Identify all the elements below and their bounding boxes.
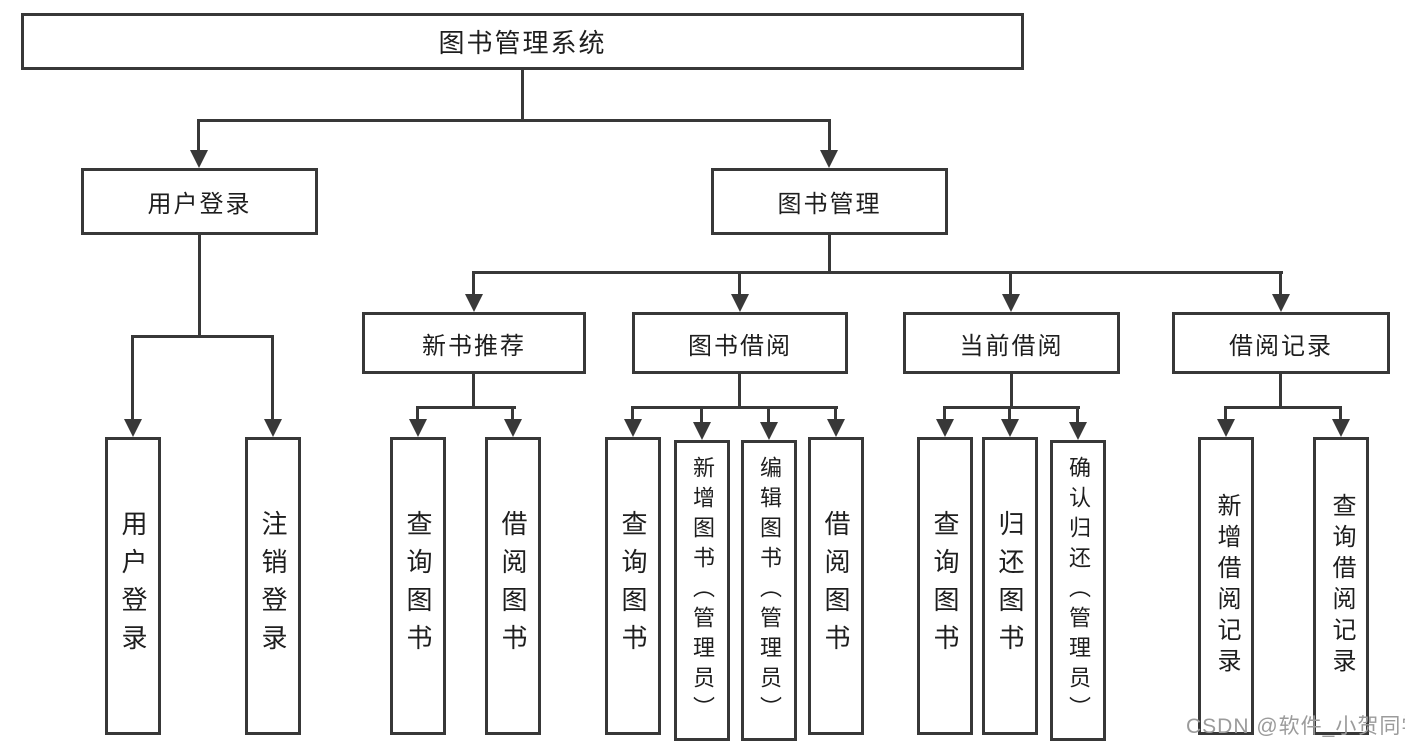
- connector-drop: [1224, 406, 1227, 422]
- arrow-down-icon: [124, 419, 142, 437]
- node-borrow-records-label: 借阅记录: [1229, 332, 1333, 360]
- arrow-down-icon: [190, 150, 208, 168]
- leaf-query-book: 查询图书: [390, 437, 446, 735]
- connector-level3-hline: [472, 271, 1283, 274]
- connector-drop-user-login: [197, 119, 200, 153]
- connector-currentborrow-stem: [1010, 374, 1013, 408]
- arrow-down-icon: [504, 419, 522, 437]
- leaf-query-borrow-record-label: 查询借阅记录: [1328, 493, 1355, 679]
- connector-bookborrow-hline: [631, 406, 838, 409]
- leaf-query-book-label: 查询图书: [930, 510, 960, 662]
- csdn-watermark: CSDN @软件_小贺同学: [1186, 715, 1405, 738]
- connector-drop-book-borrow: [738, 271, 741, 298]
- connector-drop: [700, 406, 703, 425]
- node-book-management: 图书管理: [711, 168, 948, 235]
- node-new-book-recommend-label: 新书推荐: [422, 332, 526, 360]
- connector-drop: [1076, 406, 1079, 425]
- leaf-query-borrow-record: 查询借阅记录: [1313, 437, 1369, 735]
- node-book-borrow-label: 图书借阅: [688, 332, 792, 360]
- leaf-borrow-book: 借阅图书: [485, 437, 541, 735]
- arrow-down-icon: [1217, 419, 1235, 437]
- connector-drop: [511, 406, 514, 422]
- leaf-add-borrow-record: 新增借阅记录: [1198, 437, 1254, 735]
- connector-drop: [1008, 406, 1011, 422]
- connector-drop-new-book: [472, 271, 475, 298]
- connector-drop-book-mgmt: [828, 119, 831, 153]
- connector-drop-leaf-user-login: [131, 335, 134, 423]
- leaf-query-book: 查询图书: [917, 437, 973, 735]
- arrow-down-icon: [936, 419, 954, 437]
- arrow-down-icon: [409, 419, 427, 437]
- leaf-borrow-book-label: 借阅图书: [821, 510, 851, 662]
- leaf-add-borrow-record-label: 新增借阅记录: [1213, 493, 1240, 679]
- leaf-query-book: 查询图书: [605, 437, 661, 735]
- leaf-borrow-book-label: 借阅图书: [498, 510, 528, 662]
- node-current-borrow: 当前借阅: [903, 312, 1120, 374]
- connector-root-stem: [521, 69, 524, 122]
- leaf-add-book-admin: 新增图书（管理员）: [674, 440, 730, 741]
- connector-user-hline: [131, 335, 274, 338]
- node-book-management-label: 图书管理: [777, 191, 882, 218]
- leaf-edit-book-admin: 编辑图书（管理员）: [741, 440, 797, 741]
- leaf-query-book-label: 查询图书: [618, 510, 648, 662]
- leaf-edit-book-admin-label: 编辑图书（管理员）: [757, 455, 782, 726]
- connector-bookborrow-stem: [738, 374, 741, 408]
- node-book-borrow: 图书借阅: [632, 312, 848, 374]
- node-borrow-records: 借阅记录: [1172, 312, 1390, 374]
- connector-drop-borrow-records: [1279, 271, 1282, 298]
- arrow-down-icon: [693, 422, 711, 440]
- arrow-down-icon: [1069, 422, 1087, 440]
- node-user-login-label: 用户登录: [147, 191, 252, 218]
- arrow-down-icon: [1272, 294, 1290, 312]
- leaf-query-book-label: 查询图书: [403, 510, 433, 662]
- connector-records-stem: [1279, 374, 1282, 408]
- arrow-down-icon: [731, 294, 749, 312]
- leaf-logout-login-label: 注销登录: [258, 510, 288, 662]
- connector-currentborrow-hline: [943, 406, 1080, 409]
- leaf-confirm-return-admin-label: 确认归还（管理员）: [1066, 455, 1091, 726]
- leaf-borrow-book: 借阅图书: [808, 437, 864, 735]
- arrow-down-icon: [827, 419, 845, 437]
- arrow-down-icon: [1001, 419, 1019, 437]
- connector-drop: [767, 406, 770, 425]
- node-user-login: 用户登录: [81, 168, 318, 235]
- arrow-down-icon: [760, 422, 778, 440]
- node-library-system-label: 图书管理系统: [438, 28, 607, 58]
- leaf-user-login: 用户登录: [105, 437, 161, 735]
- leaf-add-book-admin-label: 新增图书（管理员）: [690, 455, 715, 726]
- connector-drop: [834, 406, 837, 422]
- leaf-return-book-label: 归还图书: [995, 510, 1025, 662]
- connector-mgmt-stem: [828, 235, 831, 274]
- connector-newbook-stem: [472, 374, 475, 408]
- leaf-confirm-return-admin: 确认归还（管理员）: [1050, 440, 1106, 741]
- arrow-down-icon: [1332, 419, 1350, 437]
- node-library-system: 图书管理系统: [21, 13, 1024, 70]
- leaf-logout-login: 注销登录: [245, 437, 301, 735]
- connector-user-stem: [198, 235, 201, 337]
- connector-drop: [943, 406, 946, 422]
- connector-drop: [416, 406, 419, 422]
- leaf-user-login-label: 用户登录: [118, 510, 148, 662]
- arrow-down-icon: [820, 150, 838, 168]
- connector-records-hline: [1224, 406, 1342, 409]
- leaf-return-book: 归还图书: [982, 437, 1038, 735]
- connector-drop-leaf-logout: [271, 335, 274, 423]
- connector-newbook-hline: [416, 406, 516, 409]
- arrow-down-icon: [465, 294, 483, 312]
- connector-drop: [631, 406, 634, 422]
- connector-drop-current-borrow: [1009, 271, 1012, 298]
- node-new-book-recommend: 新书推荐: [362, 312, 586, 374]
- arrow-down-icon: [624, 419, 642, 437]
- connector-level2-hline: [197, 119, 831, 122]
- node-current-borrow-label: 当前借阅: [959, 332, 1064, 360]
- arrow-down-icon: [1002, 294, 1020, 312]
- arrow-down-icon: [264, 419, 282, 437]
- connector-drop: [1339, 406, 1342, 422]
